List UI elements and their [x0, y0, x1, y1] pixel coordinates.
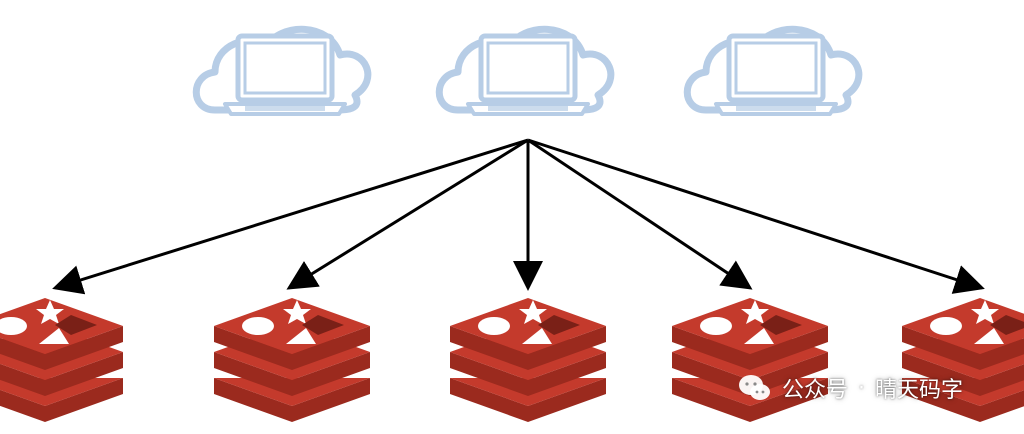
arrow-to-server-4: [527, 138, 753, 290]
arrow-to-server-2: [286, 138, 529, 290]
watermark-account-name: 晴天码字: [875, 378, 964, 403]
server-3-redis-icon: [450, 298, 606, 422]
server-2-redis-icon: [214, 298, 370, 422]
arrow-to-server-5: [527, 138, 985, 294]
arrows: [52, 138, 985, 295]
watermark-separator: ·: [858, 375, 866, 401]
wechat-icon: [739, 375, 770, 400]
client-3-icon: [687, 29, 859, 114]
arrow-to-server-1: [52, 138, 529, 295]
client-2-icon: [439, 29, 611, 114]
watermark: 公众号 · 晴天码字: [738, 368, 963, 408]
client-1-icon: [196, 29, 368, 114]
server-1-redis-icon: [0, 298, 123, 422]
watermark-account-type: 公众号: [782, 378, 849, 403]
